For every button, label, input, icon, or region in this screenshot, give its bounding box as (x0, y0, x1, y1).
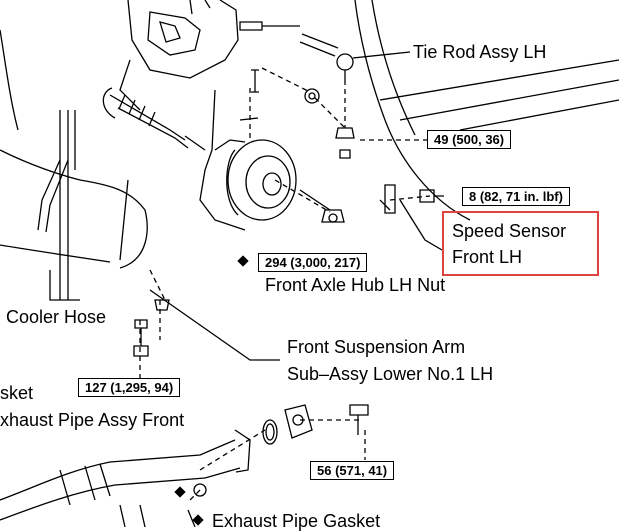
fasteners (133, 69, 444, 435)
torque-294: 294 (3,000, 217) (258, 253, 368, 272)
hub-assembly-drawing (199, 89, 331, 231)
label-susp-arm-1: Front Suspension Arm (287, 337, 466, 357)
label-exhaust-front: xhaust Pipe Assy Front (0, 410, 185, 430)
cooler-hose-drawing (37, 110, 80, 301)
label-tie-rod: Tie Rod Assy LH (413, 42, 547, 62)
torque-8: 8 (82, 71 in. lbf) (462, 187, 570, 206)
upper-mount-drawing (119, 0, 300, 111)
label-speed-sensor-2: Front LH (452, 247, 523, 267)
label-gasket-left: sket (0, 383, 34, 403)
label-susp-arm-2: Sub–Assy Lower No.1 LH (287, 364, 494, 384)
tie-rod-drawing (299, 33, 411, 80)
body-contour (0, 29, 148, 269)
label-cooler-hose: Cooler Hose (6, 307, 107, 327)
label-speed-sensor-1: Speed Sensor (452, 221, 567, 241)
drive-shaft-drawing (102, 87, 206, 151)
torque-127: 127 (1,295, 94) (78, 378, 181, 397)
leader-lines (119, 179, 443, 361)
speed-sensor-highlight (442, 211, 599, 276)
exhaust-pipe-drawing (0, 404, 313, 527)
label-axle-nut: Front Axle Hub LH Nut (265, 275, 446, 295)
torque-49: 49 (500, 36) (427, 130, 512, 149)
torque-56: 56 (571, 41) (310, 461, 395, 480)
assembly-lines (139, 67, 431, 501)
label-exhaust-gasket: Exhaust Pipe Gasket (212, 511, 381, 531)
